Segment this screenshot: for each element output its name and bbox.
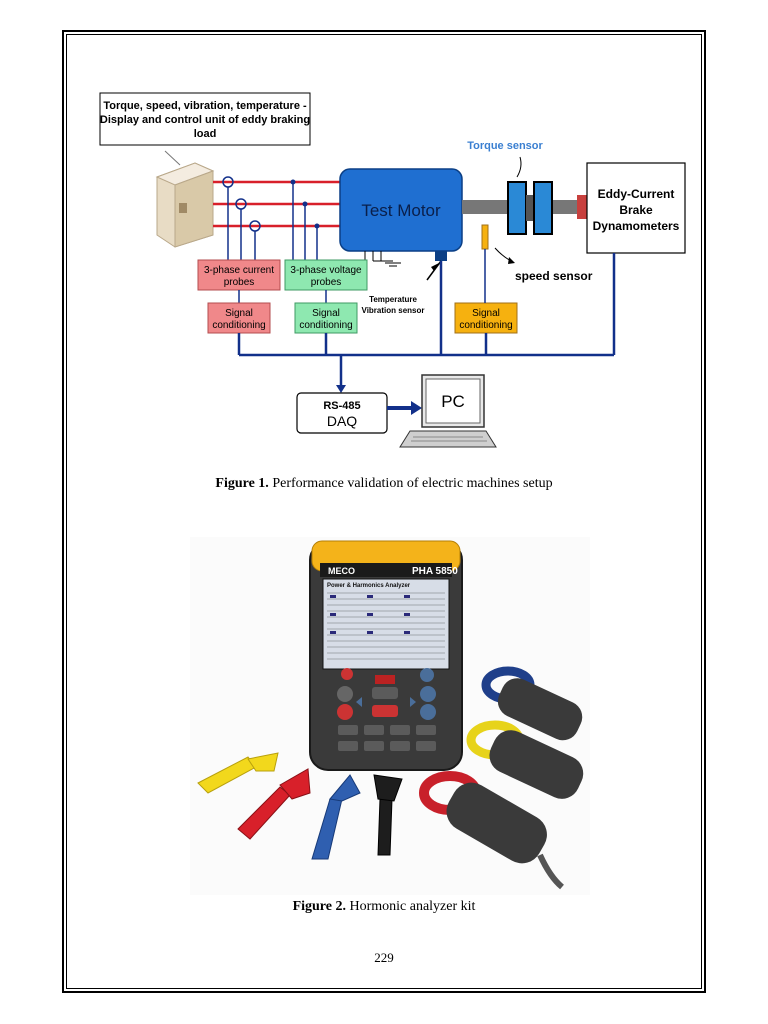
pc-label: PC [441, 392, 465, 411]
torque-sensor [507, 181, 553, 235]
temp-sensor-line1: Temperature [369, 295, 417, 304]
temp-sensor-line2: Vibration sensor [362, 306, 425, 315]
figure-2-photo: MECO PHA 5850 Power & Harmonics Analyzer [190, 537, 590, 895]
svg-text:conditioning: conditioning [459, 320, 512, 331]
page-number: 229 [374, 950, 394, 965]
harmonic-analyzer-device: MECO PHA 5850 Power & Harmonics Analyzer [309, 540, 463, 771]
page-border-outer [62, 30, 706, 993]
daq-line2: DAQ [327, 413, 357, 429]
brake-line2: Brake [619, 203, 653, 217]
daq-line1: RS-485 [323, 400, 360, 412]
brake-line3: Dynamometers [593, 219, 680, 233]
screen-title: Power & Harmonics Analyzer [327, 583, 411, 589]
voltage-probes-box [284, 259, 368, 291]
display-box-line3: load [194, 128, 217, 140]
brake-box [586, 162, 686, 254]
figure-1-caption: Figure 1. Performance validation of elec… [215, 476, 553, 491]
current-clamp-blue [481, 666, 583, 741]
model-label: PHA 5850 [412, 566, 458, 577]
speed-sensor-label: speed sensor [515, 269, 593, 283]
alligator-clip-blue [311, 774, 361, 860]
brand-label: MECO [328, 566, 355, 576]
signal-conditioning-2 [294, 302, 358, 334]
current-probes-line1: 3-phase current [204, 265, 274, 276]
svg-text:Signal: Signal [472, 308, 500, 319]
daq-box [296, 392, 388, 434]
pc-laptop: PC [399, 374, 497, 448]
torque-sensor-label: Torque sensor [467, 140, 543, 152]
voltage-probes-line2: probes [311, 277, 342, 288]
alligator-clip-black [373, 774, 403, 856]
alligator-clip-red [237, 768, 311, 840]
signal-conditioning-1 [207, 302, 271, 334]
svg-text:Signal: Signal [312, 308, 340, 319]
signal-conditioning-3 [454, 302, 518, 334]
figure-2-caption: Figure 2. Hormonic analyzer kit [292, 899, 476, 914]
alligator-clip-yellow [197, 752, 279, 794]
test-motor-label: Test Motor [361, 201, 441, 220]
page-border-inner [66, 34, 702, 989]
control-cabinet [155, 162, 215, 248]
svg-text:conditioning: conditioning [212, 320, 265, 331]
display-box-line2: Display and control unit of eddy braking [100, 114, 310, 126]
display-box-line1: Torque, speed, vibration, temperature - [103, 100, 307, 112]
current-probes-box [197, 259, 281, 291]
current-probes-line2: probes [224, 277, 255, 288]
figure-1-diagram: Torque, speed, vibration, temperature - … [99, 92, 686, 448]
current-clamp-red [419, 771, 564, 890]
voltage-probes-line1: 3-phase voltage [290, 265, 362, 276]
brake-line1: Eddy-Current [598, 187, 675, 201]
current-clamp-yellow [466, 720, 584, 799]
svg-text:Signal: Signal [225, 308, 253, 319]
svg-text:conditioning: conditioning [299, 320, 352, 331]
